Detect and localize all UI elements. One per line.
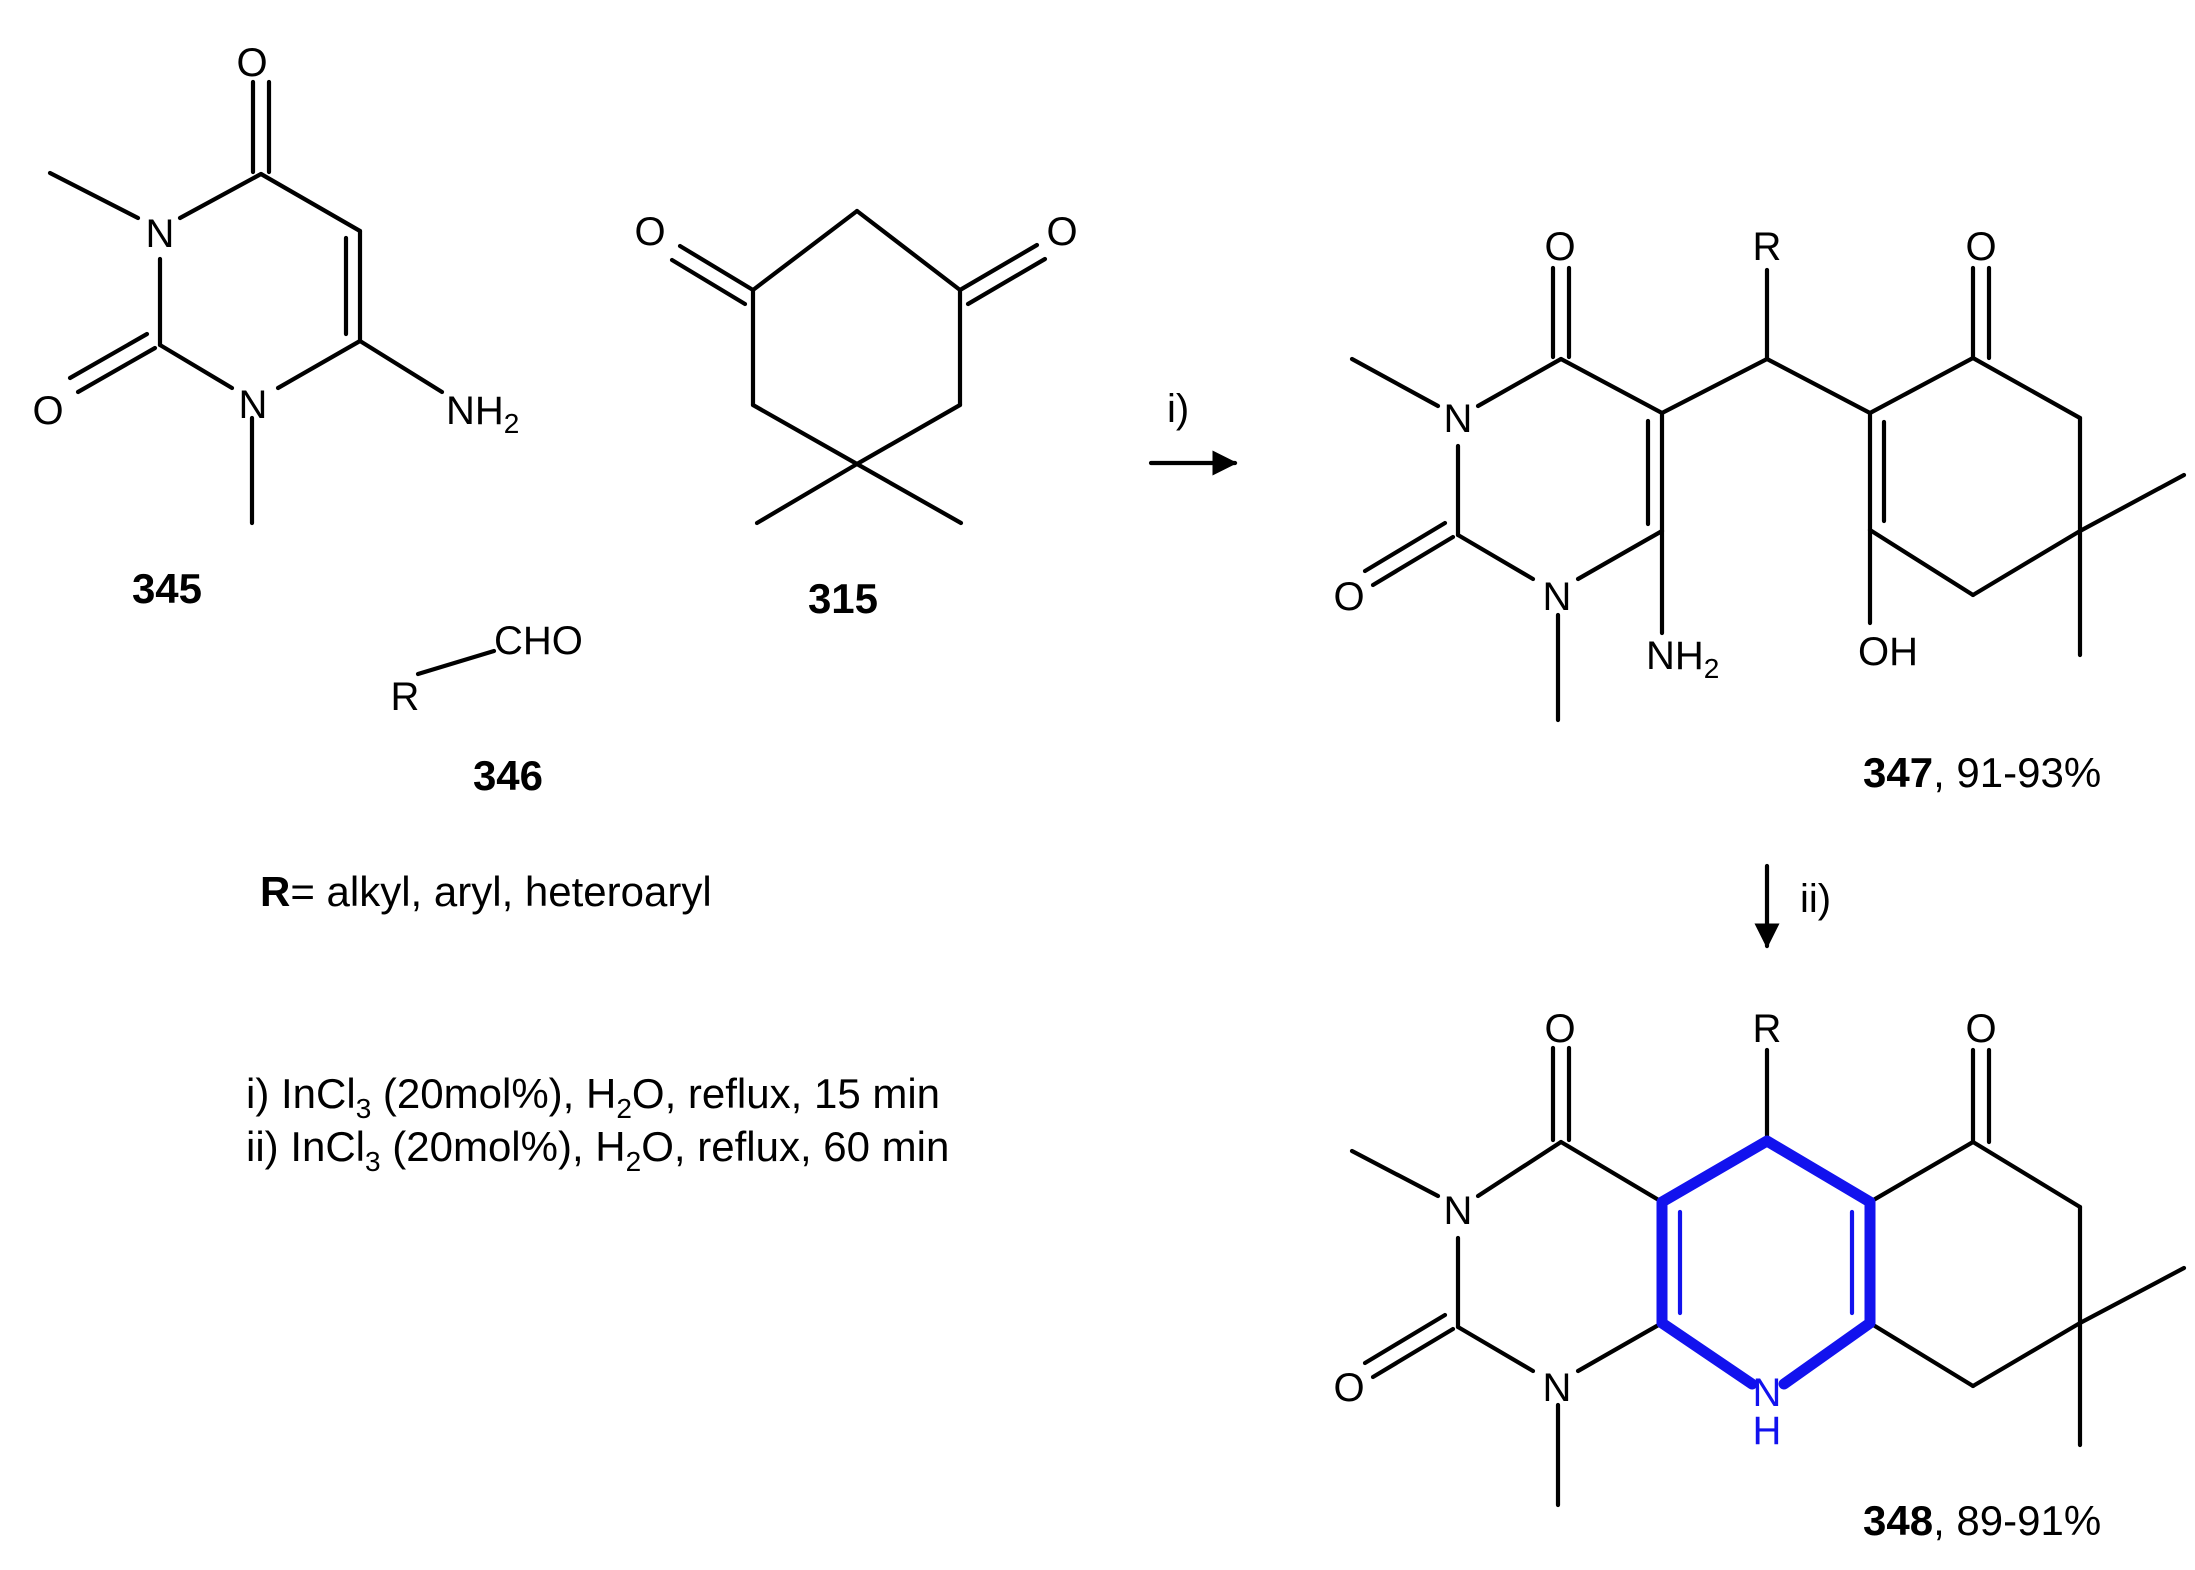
atom-o-348-top: O bbox=[1544, 1007, 1575, 1051]
atom-n-348-upper: N bbox=[1444, 1189, 1473, 1233]
compound-348-structure bbox=[1349, 1045, 2187, 1508]
atom-n-347-upper: N bbox=[1444, 397, 1473, 441]
atom-n-347-lower: N bbox=[1543, 575, 1572, 619]
atom-o-345-left: O bbox=[32, 389, 63, 433]
dihydropyridine-highlight bbox=[1656, 1135, 1876, 1390]
step-2-label: ii) bbox=[1800, 877, 1831, 921]
label-315: 315 bbox=[808, 575, 878, 622]
atom-h-348-ring: H bbox=[1753, 1409, 1782, 1453]
atom-o-315-right: O bbox=[1046, 210, 1077, 254]
atom-r-348: R bbox=[1753, 1007, 1782, 1051]
atom-n-345-upper: N bbox=[146, 212, 175, 256]
label-348: 348, 89-91% bbox=[1863, 1497, 2101, 1544]
compound-347-structure bbox=[1349, 265, 2187, 723]
condition-step-1: i) InCl3 (20mol%), H2O, reflux, 15 min bbox=[246, 1070, 940, 1124]
atom-o-347-left: O bbox=[1333, 575, 1364, 619]
atom-o-347-right: O bbox=[1965, 225, 1996, 269]
atom-r-346: R bbox=[391, 675, 420, 719]
atom-o-347-top: O bbox=[1544, 225, 1575, 269]
atom-nh2-347: NH2 bbox=[1646, 634, 1719, 684]
atom-n-348-ring: N bbox=[1753, 1371, 1782, 1415]
atom-o-345-top: O bbox=[236, 41, 267, 85]
atom-o-315-left: O bbox=[634, 210, 665, 254]
atom-n-348-lower: N bbox=[1543, 1366, 1572, 1410]
atom-n-345-lower: N bbox=[239, 383, 268, 427]
compound-345-structure bbox=[47, 79, 445, 526]
r-definition: R= alkyl, aryl, heteroaryl bbox=[260, 868, 712, 915]
atom-cho-346: CHO bbox=[494, 619, 583, 663]
compound-315-structure bbox=[669, 208, 1048, 526]
label-346: 346 bbox=[473, 752, 543, 799]
step-1-label: i) bbox=[1167, 387, 1189, 431]
atom-r-347: R bbox=[1753, 225, 1782, 269]
atom-nh2-345: NH2 bbox=[446, 389, 519, 439]
label-347: 347, 91-93% bbox=[1863, 749, 2101, 796]
condition-step-2: ii) InCl3 (20mol%), H2O, reflux, 60 min bbox=[246, 1123, 949, 1177]
atom-o-348-left: O bbox=[1333, 1366, 1364, 1410]
label-345: 345 bbox=[132, 565, 202, 612]
atom-o-348-right: O bbox=[1965, 1007, 1996, 1051]
atom-oh-347: OH bbox=[1858, 630, 1918, 674]
compound-346-structure bbox=[415, 648, 497, 677]
